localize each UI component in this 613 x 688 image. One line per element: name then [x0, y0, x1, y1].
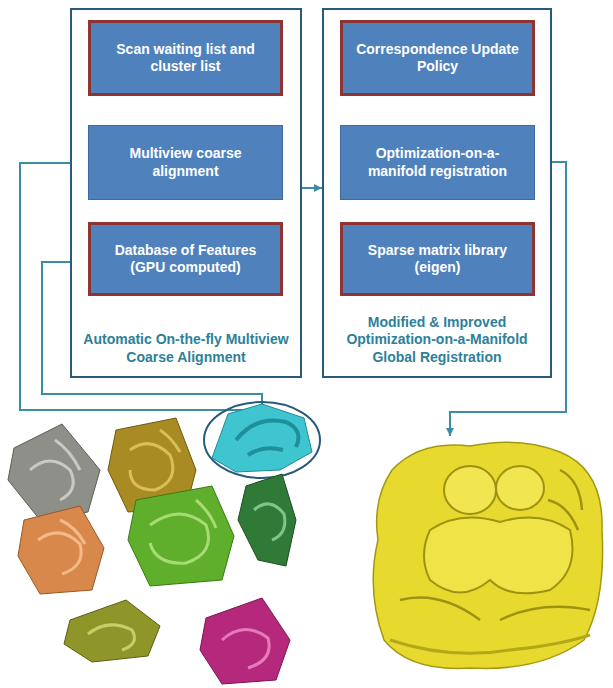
- scan-detail: [236, 420, 298, 455]
- scan-cyan: [204, 402, 320, 478]
- highlight-ellipse: [204, 402, 320, 478]
- scan-patch: [18, 506, 104, 594]
- panel-title: Modified & Improved Optimization-on-a-Ma…: [334, 314, 540, 367]
- scan-magenta: [200, 598, 290, 684]
- scan-detail: [150, 500, 216, 563]
- box-label: Optimization-on-a-manifold registration: [351, 145, 524, 180]
- scan-patch: [128, 486, 234, 586]
- scan-detail: [254, 504, 285, 540]
- box-label: Scan waiting list and cluster list: [101, 41, 270, 76]
- scan-green: [128, 486, 234, 586]
- process-box: Database of Features (GPU computed): [88, 222, 283, 296]
- scan-patch: [200, 598, 290, 684]
- scan-gray: [8, 424, 100, 520]
- panel-title: Automatic On-the-fly Multiview Coarse Al…: [82, 331, 290, 366]
- scan-detail: [30, 440, 80, 500]
- model-detail: [496, 466, 544, 510]
- process-box: Optimization-on-a-manifold registration: [340, 125, 535, 200]
- model-detail: [390, 635, 590, 653]
- process-box: Scan waiting list and cluster list: [88, 20, 283, 96]
- process-box: Multiview coarse alignment: [88, 125, 283, 200]
- scan-detail: [222, 629, 269, 668]
- box-label: Correspondence Update Policy: [353, 41, 522, 76]
- model-detail: [444, 466, 496, 514]
- stage-panel: Automatic On-the-fly Multiview Coarse Al…: [70, 8, 302, 378]
- scan-detail: [88, 625, 134, 650]
- scan-orange: [18, 506, 104, 594]
- scan-patch: [212, 404, 312, 472]
- scan-detail: [130, 430, 180, 490]
- flow-arrow: [302, 187, 322, 189]
- process-box: Sparse matrix library (eigen): [340, 222, 535, 296]
- scan-detail: [38, 520, 85, 574]
- stage-panel: Modified & Improved Optimization-on-a-Ma…: [322, 8, 552, 378]
- scan-patch: [64, 600, 160, 662]
- box-label: Multiview coarse alignment: [99, 145, 272, 180]
- model-surface: [373, 442, 602, 668]
- scan-darkgreen: [238, 474, 296, 566]
- model-detail: [400, 470, 590, 620]
- process-box: Correspondence Update Policy: [340, 20, 535, 96]
- box-label: Sparse matrix library (eigen): [353, 242, 522, 277]
- registered-model: [373, 442, 602, 668]
- model-detail: [424, 518, 573, 594]
- scan-patch: [238, 474, 296, 566]
- scan-olive: [64, 600, 160, 662]
- scan-patch: [8, 424, 100, 520]
- box-label: Database of Features (GPU computed): [101, 242, 270, 277]
